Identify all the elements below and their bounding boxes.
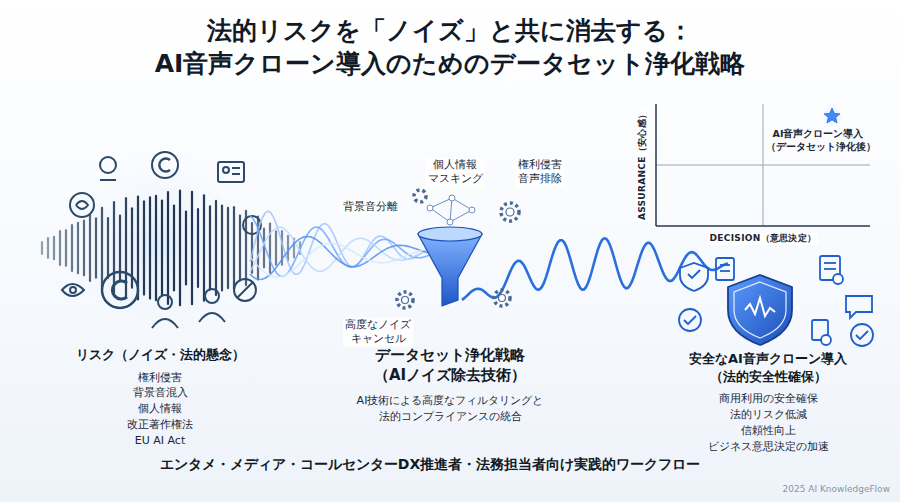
star-marker	[824, 108, 840, 123]
chart-box: AI音声クローン導入（データセット浄化後）	[656, 104, 870, 226]
text-line: キャンセル	[345, 332, 411, 346]
node-item: 商用利用の安全確保	[689, 391, 847, 407]
text-line: 法的リスクを「ノイズ」と共に消去する：	[0, 14, 900, 47]
node-heading: データセット浄化戦略（AIノイズ除去技術）	[357, 346, 544, 385]
node-item: 法的リスク低減	[689, 407, 847, 423]
text-line: AI音声クローン導入	[766, 128, 870, 141]
text-line: 法的コンプライアンスの統合	[357, 409, 544, 425]
risk-icons	[62, 152, 261, 328]
text-line: 高度なノイズ	[345, 318, 411, 332]
text-group: データセット浄化戦略（AIノイズ除去技術） AI技術による高度なフィルタリングと法…	[357, 346, 544, 425]
node-item: ビジネス意思決定の加速	[689, 439, 847, 455]
text-line: （AIノイズ除去技術）	[357, 366, 544, 386]
node-heading: AI音声クローン導入（データセット浄化後）	[766, 128, 870, 154]
node-heading: リスク（ノイズ・法的懸念）	[76, 346, 245, 364]
node-item: 権利侵害	[76, 370, 245, 386]
annotation-label: 権利侵害音声排除	[516, 158, 564, 187]
annotation-label: ASSURANCE（安心感）	[637, 108, 649, 222]
text-line: 個人情報	[428, 158, 483, 172]
node-item: 信頼性向上	[689, 423, 847, 439]
annotation-label: 個人情報マスキング	[426, 158, 485, 187]
node-item: 背景音混入	[76, 385, 245, 401]
node-item: 改正著作権法	[76, 417, 245, 433]
text-line: 権利侵害	[518, 158, 562, 172]
annotation-label: DECISION（意思決定）	[708, 233, 819, 245]
noise-stream	[250, 211, 728, 300]
annotation-label: 高度なノイズキャンセル	[343, 318, 413, 347]
node-heading: 安全なAI音声クローン導入（法的安全性確保）	[689, 350, 847, 385]
text-line: データセット浄化戦略	[357, 346, 544, 366]
node-item: AI技術による高度なフィルタリングと法的コンプライアンスの統合	[357, 393, 544, 425]
annotation-label: 2025 AI KnowledgeFlow	[781, 484, 892, 496]
text-line: （データセット浄化後）	[766, 141, 870, 154]
text-line: （法的安全性確保）	[689, 368, 847, 386]
safety-icons	[679, 256, 873, 346]
node-item: EU AI Act	[76, 433, 245, 449]
node-item: 個人情報	[76, 401, 245, 417]
title: 法的リスクを「ノイズ」と共に消去する：AI音声クローン導入のためのデータセット浄…	[0, 14, 900, 80]
caption: エンタメ・メディア・コールセンターDX推進者・法務担当者向け実践的ワークフロー	[0, 456, 860, 474]
text-line: AI音声クローン導入のためのデータセット浄化戦略	[0, 47, 900, 80]
text-line: AI技術による高度なフィルタリングと	[357, 393, 544, 409]
text-line: 音声排除	[518, 172, 562, 186]
text-line: 安全なAI音声クローン導入	[689, 350, 847, 368]
annotation-label: 背景音分離	[341, 200, 400, 214]
text-group: リスク（ノイズ・法的懸念） 権利侵害背景音混入個人情報改正著作権法EU AI Ac…	[76, 346, 245, 449]
filter-funnel	[397, 190, 519, 308]
text-group: 安全なAI音声クローン導入（法的安全性確保） 商用利用の安全確保法的リスク低減信頼…	[689, 350, 847, 455]
text-line: マスキング	[428, 172, 483, 186]
